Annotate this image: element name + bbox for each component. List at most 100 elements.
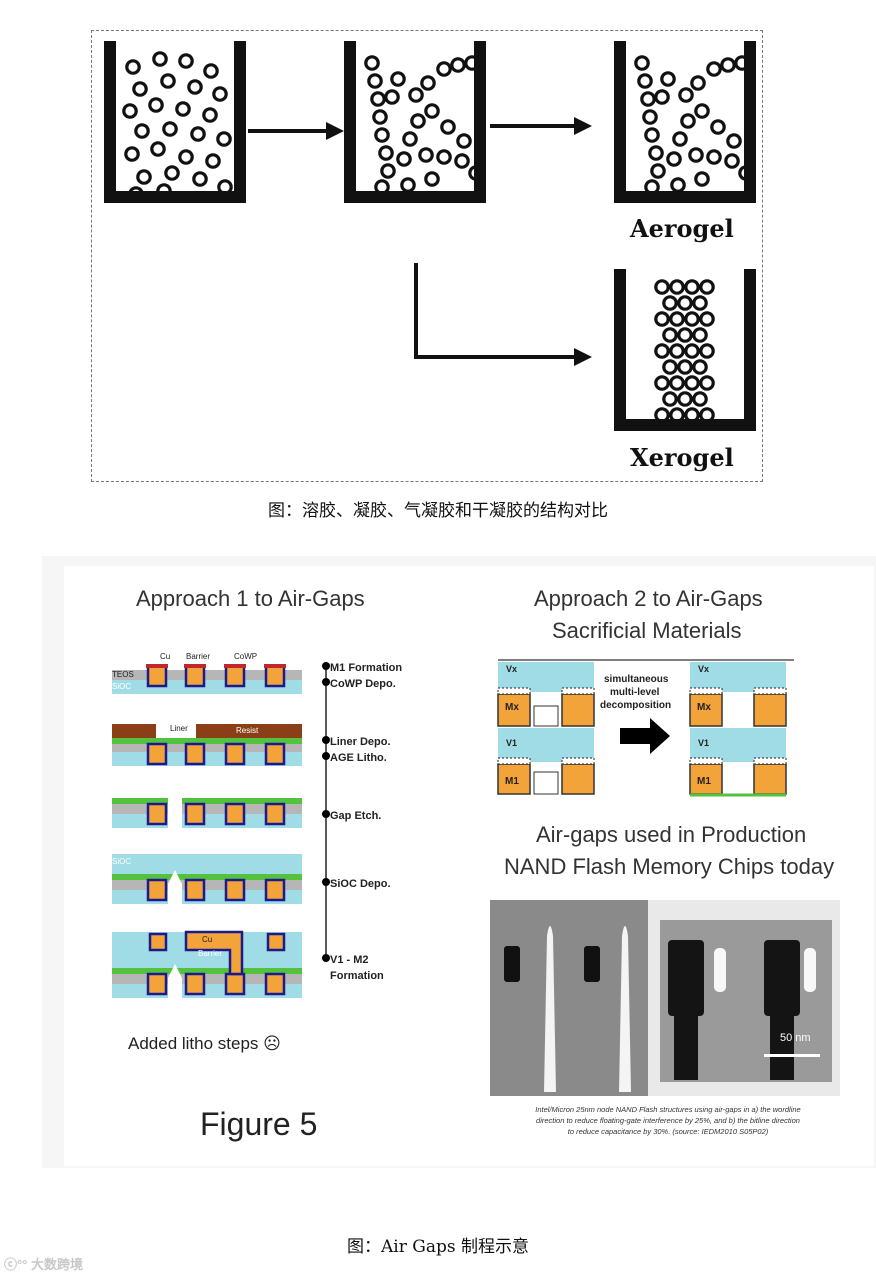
air-gaps-figure-panel: Approach 1 to Air-Gaps Approach 2 to Air… (64, 566, 874, 1166)
xerogel-particle (684, 311, 700, 327)
step-sioc-depo: SiOC Depo. (330, 878, 391, 890)
xerogel-particle (669, 279, 685, 295)
tem-gate (584, 946, 600, 982)
cowp-cap (146, 664, 168, 668)
liner-layer-3 (112, 798, 302, 804)
sol-particle (136, 169, 152, 185)
gel-particle (408, 87, 424, 103)
m1-plug-5 (184, 972, 206, 996)
sol-particle (160, 73, 176, 89)
m1-plug-2 (146, 742, 168, 766)
aerogel-particle (690, 75, 706, 91)
tem-air-gap (544, 926, 556, 1092)
sol-particle (124, 146, 140, 162)
sol-particle (128, 186, 144, 202)
sol-particle (150, 141, 166, 157)
tem-bitline-gap (714, 948, 726, 992)
sacrificial-fill-lower (533, 771, 559, 795)
aerogel-particle (650, 163, 666, 179)
xerogel-particle (654, 279, 670, 295)
xerogel-particle (669, 311, 685, 327)
air-gap (168, 870, 182, 906)
approach2-left-m1-right (561, 763, 595, 795)
gel-particle (464, 55, 480, 71)
sol-particle (205, 153, 221, 169)
cowp-cap (224, 664, 246, 668)
sol-particle (192, 171, 208, 187)
gel-particle (390, 71, 406, 87)
figure1-caption: 图：溶胶、凝胶、气凝胶和干凝胶的结构对比 (268, 501, 608, 521)
aerogel-particle (738, 165, 754, 181)
sol-particle (178, 149, 194, 165)
m1-plug-3 (224, 802, 246, 826)
sioc2-label: SiOC (112, 857, 132, 866)
m2-plug (148, 932, 168, 952)
added-litho-steps: Added litho steps ☹ (128, 1034, 281, 1053)
teos-layer-2 (112, 744, 302, 752)
aerogel-particle (672, 131, 688, 147)
approach2-left-mx-left (497, 693, 531, 727)
xerogel-particle (654, 343, 670, 359)
sol-particle (202, 107, 218, 123)
aerogel-particle (720, 57, 736, 73)
gap-etch (168, 796, 182, 830)
tem-bitline-stem (674, 996, 698, 1080)
step-gap-etch: Gap Etch. (330, 810, 382, 822)
step-formation: Formation (330, 970, 384, 982)
m1-label-left: M1 (505, 776, 519, 787)
approach2-left-vx (498, 662, 594, 692)
gel-particle (436, 149, 452, 165)
timeline-dot (322, 810, 330, 818)
xerogel-particle (699, 311, 715, 327)
liner-layer-4 (112, 874, 302, 880)
aerogel-particle (666, 151, 682, 167)
timeline-dot (322, 752, 330, 760)
m1-plug (224, 664, 246, 688)
gel-particle (396, 151, 412, 167)
xerogel-particle (692, 295, 708, 311)
sol-particle (216, 131, 232, 147)
scale-bar (764, 1054, 820, 1057)
vx-label-left: Vx (506, 664, 518, 674)
figure2-caption: 图：Air Gaps 制程示意 (347, 1237, 529, 1257)
xerogel-particle (654, 375, 670, 391)
xerogel-particle (699, 375, 715, 391)
liner-layer (112, 738, 302, 744)
sol-particle (164, 165, 180, 181)
gel-particle (424, 103, 440, 119)
m1-plug-3 (184, 802, 206, 826)
watermark: ⓒ°° 大数跨境 (4, 1254, 83, 1273)
gel-particle (410, 113, 426, 129)
m1-plug-4 (184, 878, 206, 902)
source-note-line3: to reduce capacitance by 30%. (source: I… (567, 1127, 769, 1136)
cu-m2-line (184, 930, 244, 976)
production-title-line1: Air-gaps used in Production (536, 822, 807, 847)
sol-particle (148, 97, 164, 113)
m1-plug-4 (264, 878, 286, 902)
approach2-right-cap (689, 757, 723, 765)
tem-bitline-gap (804, 948, 816, 992)
approach1-title: Approach 1 to Air-Gaps (136, 586, 365, 611)
approach2-right-m1-right (753, 763, 787, 795)
sol-particle (175, 101, 191, 117)
aerogel-particle (644, 179, 660, 195)
air-gaps-figure: Approach 1 to Air-Gaps Approach 2 to Air… (42, 556, 876, 1168)
m1-plug (264, 664, 286, 688)
timeline-dot (322, 736, 330, 744)
m1-plug-5 (264, 972, 286, 996)
timeline-dot (322, 678, 330, 686)
barrier2-label: Barrier (198, 949, 223, 958)
sol-particle (190, 126, 206, 142)
liner-label: Liner (170, 724, 188, 733)
cowp-cap (184, 664, 206, 668)
scale-bar-label: 50 nm (780, 1032, 811, 1044)
gel-particle (370, 91, 386, 107)
cowp-cap (264, 664, 286, 668)
gel-particle (454, 153, 470, 169)
xerogel-label: Xerogel (630, 443, 734, 472)
approach2-title-line1: Approach 2 to Air-Gaps (534, 586, 763, 611)
approach2-title-line2: Sacrificial Materials (552, 618, 742, 643)
approach2-left-m1-left (497, 763, 531, 795)
cowp-label: CoWP (234, 652, 258, 661)
xerogel-particle (699, 407, 715, 423)
